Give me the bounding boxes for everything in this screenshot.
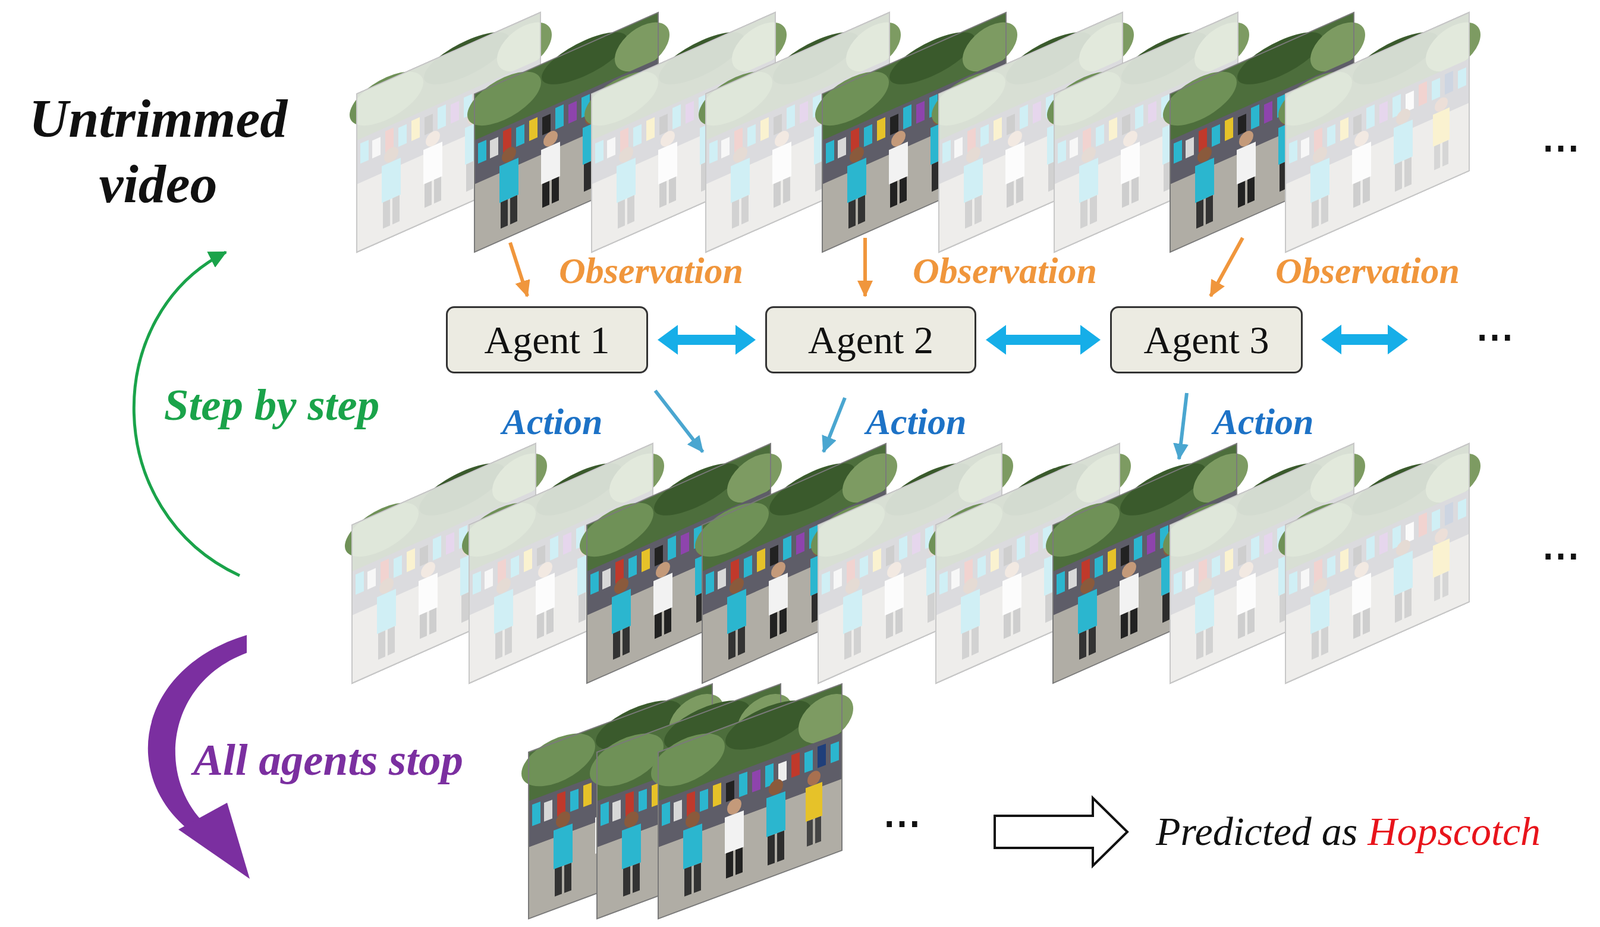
- action-arrows: [655, 390, 1187, 460]
- agent-box: Agent 1: [445, 306, 649, 374]
- observation-label: Observation: [1275, 248, 1460, 293]
- video-frames-top: [349, 2, 1481, 256]
- agent-box: Agent 3: [1110, 306, 1303, 374]
- video-frames-selected: [344, 434, 1481, 687]
- agent-label: Agent 2: [808, 317, 934, 363]
- prediction-text: Predicted as: [1155, 807, 1358, 857]
- step-label: Step by step: [164, 378, 380, 432]
- message-arrow: [985, 325, 1101, 355]
- observation-arrows: [510, 237, 1243, 297]
- stop-label: All agents stop: [193, 733, 464, 787]
- ellipsis: ⋯: [1541, 125, 1580, 172]
- agent-label: Agent 1: [484, 317, 611, 363]
- message-arrow: [1321, 324, 1408, 355]
- message-arrow: [657, 325, 756, 355]
- ellipsis: ⋯: [1541, 533, 1580, 580]
- action-label: Action: [866, 399, 967, 444]
- predicted-class: Hopscotch: [1367, 807, 1541, 857]
- ellipsis: ⋯: [1475, 314, 1514, 361]
- agent-label: Agent 3: [1143, 317, 1270, 363]
- result-arrow: [994, 797, 1128, 866]
- video-frames-result: [521, 674, 854, 922]
- section-title: Untrimmed video: [15, 85, 301, 218]
- observation-label: Observation: [912, 248, 1097, 293]
- observation-label: Observation: [558, 248, 744, 293]
- agent-box: Agent 2: [765, 306, 977, 374]
- action-label: Action: [1213, 399, 1315, 444]
- ellipsis: ⋯: [882, 800, 921, 847]
- action-label: Action: [502, 399, 603, 444]
